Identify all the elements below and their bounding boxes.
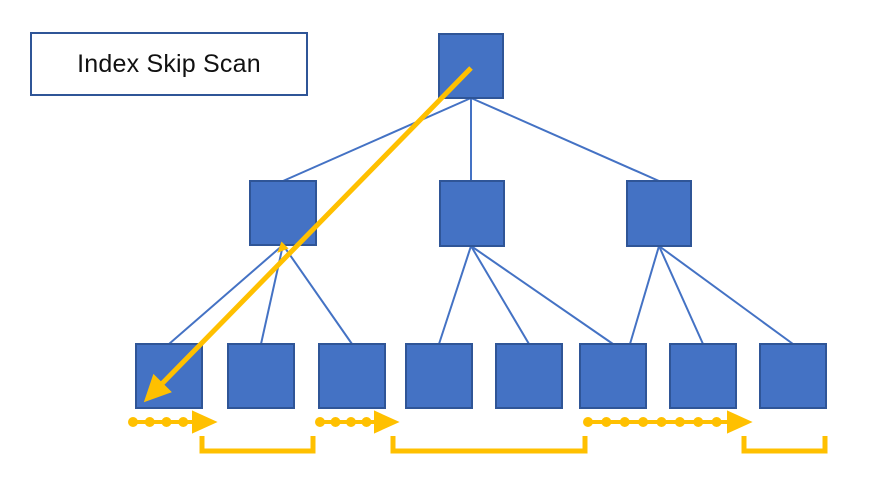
range-scan-arrows-group xyxy=(128,410,753,434)
connector-branch1-leaf-1 xyxy=(168,244,284,345)
leaf-node-4[interactable] xyxy=(405,343,473,409)
branch-node-2[interactable] xyxy=(439,180,505,247)
connector-branch3-leaf-6 xyxy=(629,245,660,345)
range-scan-arrow-3-bead xyxy=(656,417,667,427)
range-scan-arrow-1-bead xyxy=(161,417,172,427)
range-scan-arrow-3-bead xyxy=(638,417,649,427)
skip-scan-arrow-group xyxy=(143,66,473,403)
group-brackets-group xyxy=(199,436,828,454)
leaf-node-7[interactable] xyxy=(669,343,737,409)
range-scan-arrow-2-bead xyxy=(330,417,341,427)
connector-root-branch-3 xyxy=(470,97,660,182)
range-scan-arrow-3-bead xyxy=(619,417,630,427)
leaf-node-3[interactable] xyxy=(318,343,386,409)
range-scan-arrow-2-bead xyxy=(377,417,387,427)
connector-branch3-leaf-7 xyxy=(658,245,704,345)
range-scan-arrow-2-bead xyxy=(361,417,372,427)
connector-branch1-leaf-3 xyxy=(282,244,353,345)
range-scan-arrow-1-bead xyxy=(128,417,138,427)
title-box: Index Skip Scan xyxy=(30,32,308,96)
range-scan-arrow-3-bead xyxy=(693,417,704,427)
range-scan-arrow-1-bead xyxy=(178,417,189,427)
group-bracket-2 xyxy=(390,436,588,454)
range-scan-arrow-2-bead xyxy=(346,417,356,427)
leaf-node-6[interactable] xyxy=(579,343,647,409)
connector-branch2-leaf-5 xyxy=(470,245,530,345)
range-scan-arrow-3-bead xyxy=(730,417,740,427)
range-scan-arrow-3-bead xyxy=(601,417,612,427)
leaf-node-8[interactable] xyxy=(759,343,827,409)
skip-scan-arrow-midpoint-head-icon xyxy=(277,241,289,253)
range-scan-arrow-1-bead xyxy=(195,417,205,427)
range-scan-arrow-3-bead xyxy=(583,417,593,427)
tree-nodes-group xyxy=(135,33,827,409)
group-bracket-1 xyxy=(199,436,316,454)
connector-branch3-leaf-8 xyxy=(658,245,794,345)
leaf-node-2[interactable] xyxy=(227,343,295,409)
range-scan-arrow-3-bead xyxy=(711,417,722,427)
connector-branch2-leaf-4 xyxy=(438,245,472,345)
range-scan-arrow-2-bead xyxy=(315,417,325,427)
branch-node-3[interactable] xyxy=(626,180,692,247)
range-scan-arrow-3-bead xyxy=(674,417,685,427)
connector-root-branch-1 xyxy=(282,97,472,182)
leaf-node-5[interactable] xyxy=(495,343,563,409)
connector-branch1-leaf-2 xyxy=(260,244,284,345)
range-scan-arrow-1-bead xyxy=(144,417,155,427)
group-bracket-3 xyxy=(741,436,828,454)
connector-lines-group xyxy=(168,97,794,345)
connector-branch2-leaf-6 xyxy=(470,245,614,345)
page-title: Index Skip Scan xyxy=(77,49,261,78)
skip-scan-arrow xyxy=(143,66,473,403)
